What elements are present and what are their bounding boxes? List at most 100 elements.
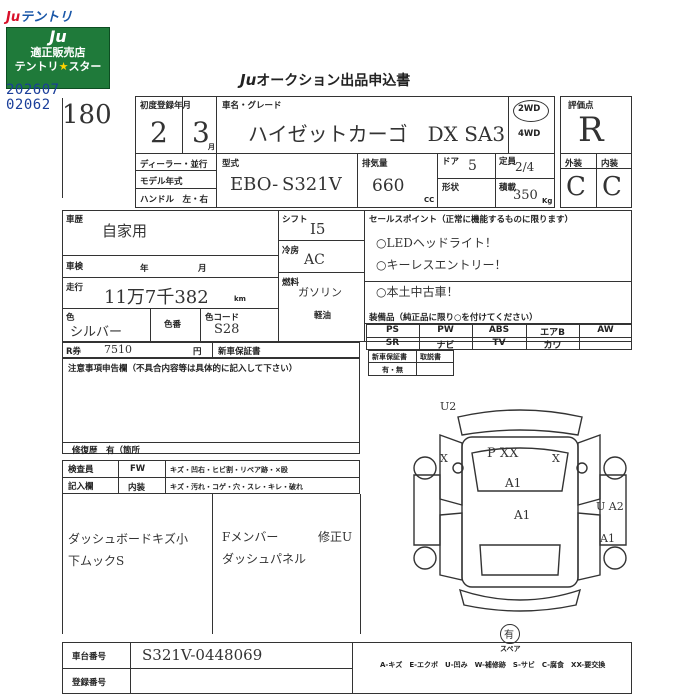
yen-label: 円	[193, 347, 202, 357]
chassis-value: S321V-0448069	[142, 646, 263, 664]
spare-value: 有	[504, 630, 514, 641]
equip-leather: カワ	[543, 341, 562, 351]
light-oil-label: 軽油	[314, 311, 332, 321]
first-reg-label: 初度登録年月	[140, 101, 192, 111]
stock-codes: 202607 02062	[6, 83, 60, 113]
history-value: 自家用	[102, 222, 148, 240]
naisou-label: 内装	[128, 483, 146, 493]
color-code-label: 色コード	[205, 313, 240, 323]
mark-a1-side: A1	[514, 508, 531, 522]
model-code-value: S321V	[282, 174, 342, 195]
fuel-value: ガソリン	[298, 286, 342, 299]
manual-box	[368, 350, 454, 376]
note-dash-panel: ダッシュパネル	[222, 552, 307, 566]
model-year-label: モデル年式	[140, 177, 183, 187]
equip-ps: PS	[385, 325, 400, 335]
recycle-value: 7510	[104, 343, 132, 356]
inspection-year: 年	[140, 264, 149, 274]
handle-label: ハンドル 左・右	[140, 195, 209, 205]
wd2-label: 2WD	[518, 104, 541, 114]
mark-x-right: X	[552, 452, 560, 465]
color-label: 色	[66, 313, 75, 323]
displacement-label: 排気量	[362, 159, 388, 169]
title-ju: Ju	[240, 71, 257, 89]
color-code-value: S28	[214, 322, 240, 337]
cc-unit: CC	[424, 196, 435, 204]
interior-value: C	[602, 172, 622, 202]
dealer-label: ディーラー・並行	[140, 160, 208, 170]
equip-aw: AW	[597, 325, 614, 335]
kg-unit: Kg	[542, 197, 553, 205]
recycle-label: R券	[66, 347, 82, 357]
color-value: シルバー	[70, 325, 123, 340]
fw-label: FW	[130, 464, 146, 474]
sales-point-1: ○LEDヘッドライト！	[376, 236, 497, 250]
score-value: R	[578, 110, 604, 150]
spare-circle	[500, 624, 520, 644]
km-unit: km	[234, 295, 246, 303]
interior-label: 内装	[601, 159, 619, 169]
mileage-label: 走行	[66, 283, 84, 293]
month-unit: 月	[208, 143, 215, 151]
inspector-label: 検査員	[68, 465, 94, 475]
equip-airbag: エアB	[540, 328, 565, 338]
mark-u2: U2	[440, 400, 457, 413]
mark-ua2: U A2	[596, 500, 624, 513]
sales-point-label: セールスポイント（正常に機能するものに限ります）	[369, 215, 574, 225]
load-value: 350	[513, 188, 538, 203]
repair-label: 修復歴 有（箇所	[72, 446, 141, 456]
history-label: 車歴	[66, 215, 84, 225]
logo-wordmark: Juテントリ	[6, 10, 73, 25]
vehicle-info-box	[135, 96, 555, 208]
ebo-prefix: EBO-	[230, 174, 279, 195]
entry-label: 記入欄	[68, 482, 94, 492]
equip-navi: ナビ	[436, 341, 455, 351]
manual-yes-no: 有・無	[382, 366, 403, 374]
aircon-label: 冷房	[282, 246, 300, 256]
load-label: 積載	[499, 183, 517, 193]
damage-legend: A-キズ E-エクボ U-凹み W-補修跡 S-サビ C-腐食 XX-要交換	[380, 661, 606, 669]
fw-options: キズ・凹右・ヒビ割・リペア跡・×殴	[170, 466, 288, 474]
shape-label: 形状	[442, 183, 460, 193]
sales-point-2: ○キーレスエントリー！	[376, 258, 507, 272]
mileage-value: 11万7千382	[104, 287, 209, 308]
lot-number: 180	[62, 100, 112, 130]
manual-label: 新車保証書	[218, 347, 261, 357]
doors-value: 5	[468, 158, 477, 174]
type-label: 型式	[222, 159, 240, 169]
wd4-label: 4WD	[518, 129, 541, 139]
spare-label: スペア	[500, 645, 521, 653]
score-label: 評価点	[568, 101, 594, 111]
model-grade-label: 車名・グレード	[222, 101, 282, 111]
logo-ju: Ju	[49, 27, 67, 46]
color-no-label: 色番	[164, 320, 182, 330]
capacity-label: 定員	[499, 157, 517, 167]
equip-sr: SR	[385, 338, 400, 348]
aircon-value: AC	[304, 252, 325, 268]
form-title: Juオークション出品申込書	[240, 70, 410, 90]
title-text: オークション出品申込書	[256, 73, 411, 89]
fuel-label: 燃料	[282, 278, 300, 288]
reg-no-label: 登録番号	[72, 678, 107, 688]
displacement-value: 660	[372, 176, 405, 196]
shift-label: シフト	[282, 215, 308, 225]
chassis-label: 車台番号	[72, 652, 107, 662]
history-block	[62, 210, 632, 342]
equip-tv: TV	[492, 338, 506, 348]
notes-box	[62, 358, 360, 454]
reg-month-value: 3	[192, 116, 210, 149]
doors-label: ドア	[442, 157, 460, 167]
instruction-label: 取説書	[420, 353, 441, 361]
sales-point-3: ○本土中古車！	[376, 285, 459, 299]
capacity-value: 2/4	[515, 160, 535, 174]
dealer-logo: Juテントリ Ju 適正販売店 テントリ★スター	[6, 6, 112, 89]
note-repair-u: 修正U	[318, 530, 353, 544]
note-f-member: Fメンバー	[222, 530, 279, 544]
note-lower-moulding: 下ムックS	[68, 554, 125, 568]
equipment-label: 装備品（純正品に限り○を付けてください）	[369, 313, 538, 323]
exterior-label: 外装	[565, 159, 583, 169]
wd2-circle	[513, 100, 549, 122]
naisou-options: キズ・汚れ・コゲ・穴・スレ・キレ・破れ	[170, 483, 303, 491]
shift-value: I5	[310, 220, 326, 238]
car-name-value: ハイゼットカーゴ DX SA3	[248, 122, 506, 146]
